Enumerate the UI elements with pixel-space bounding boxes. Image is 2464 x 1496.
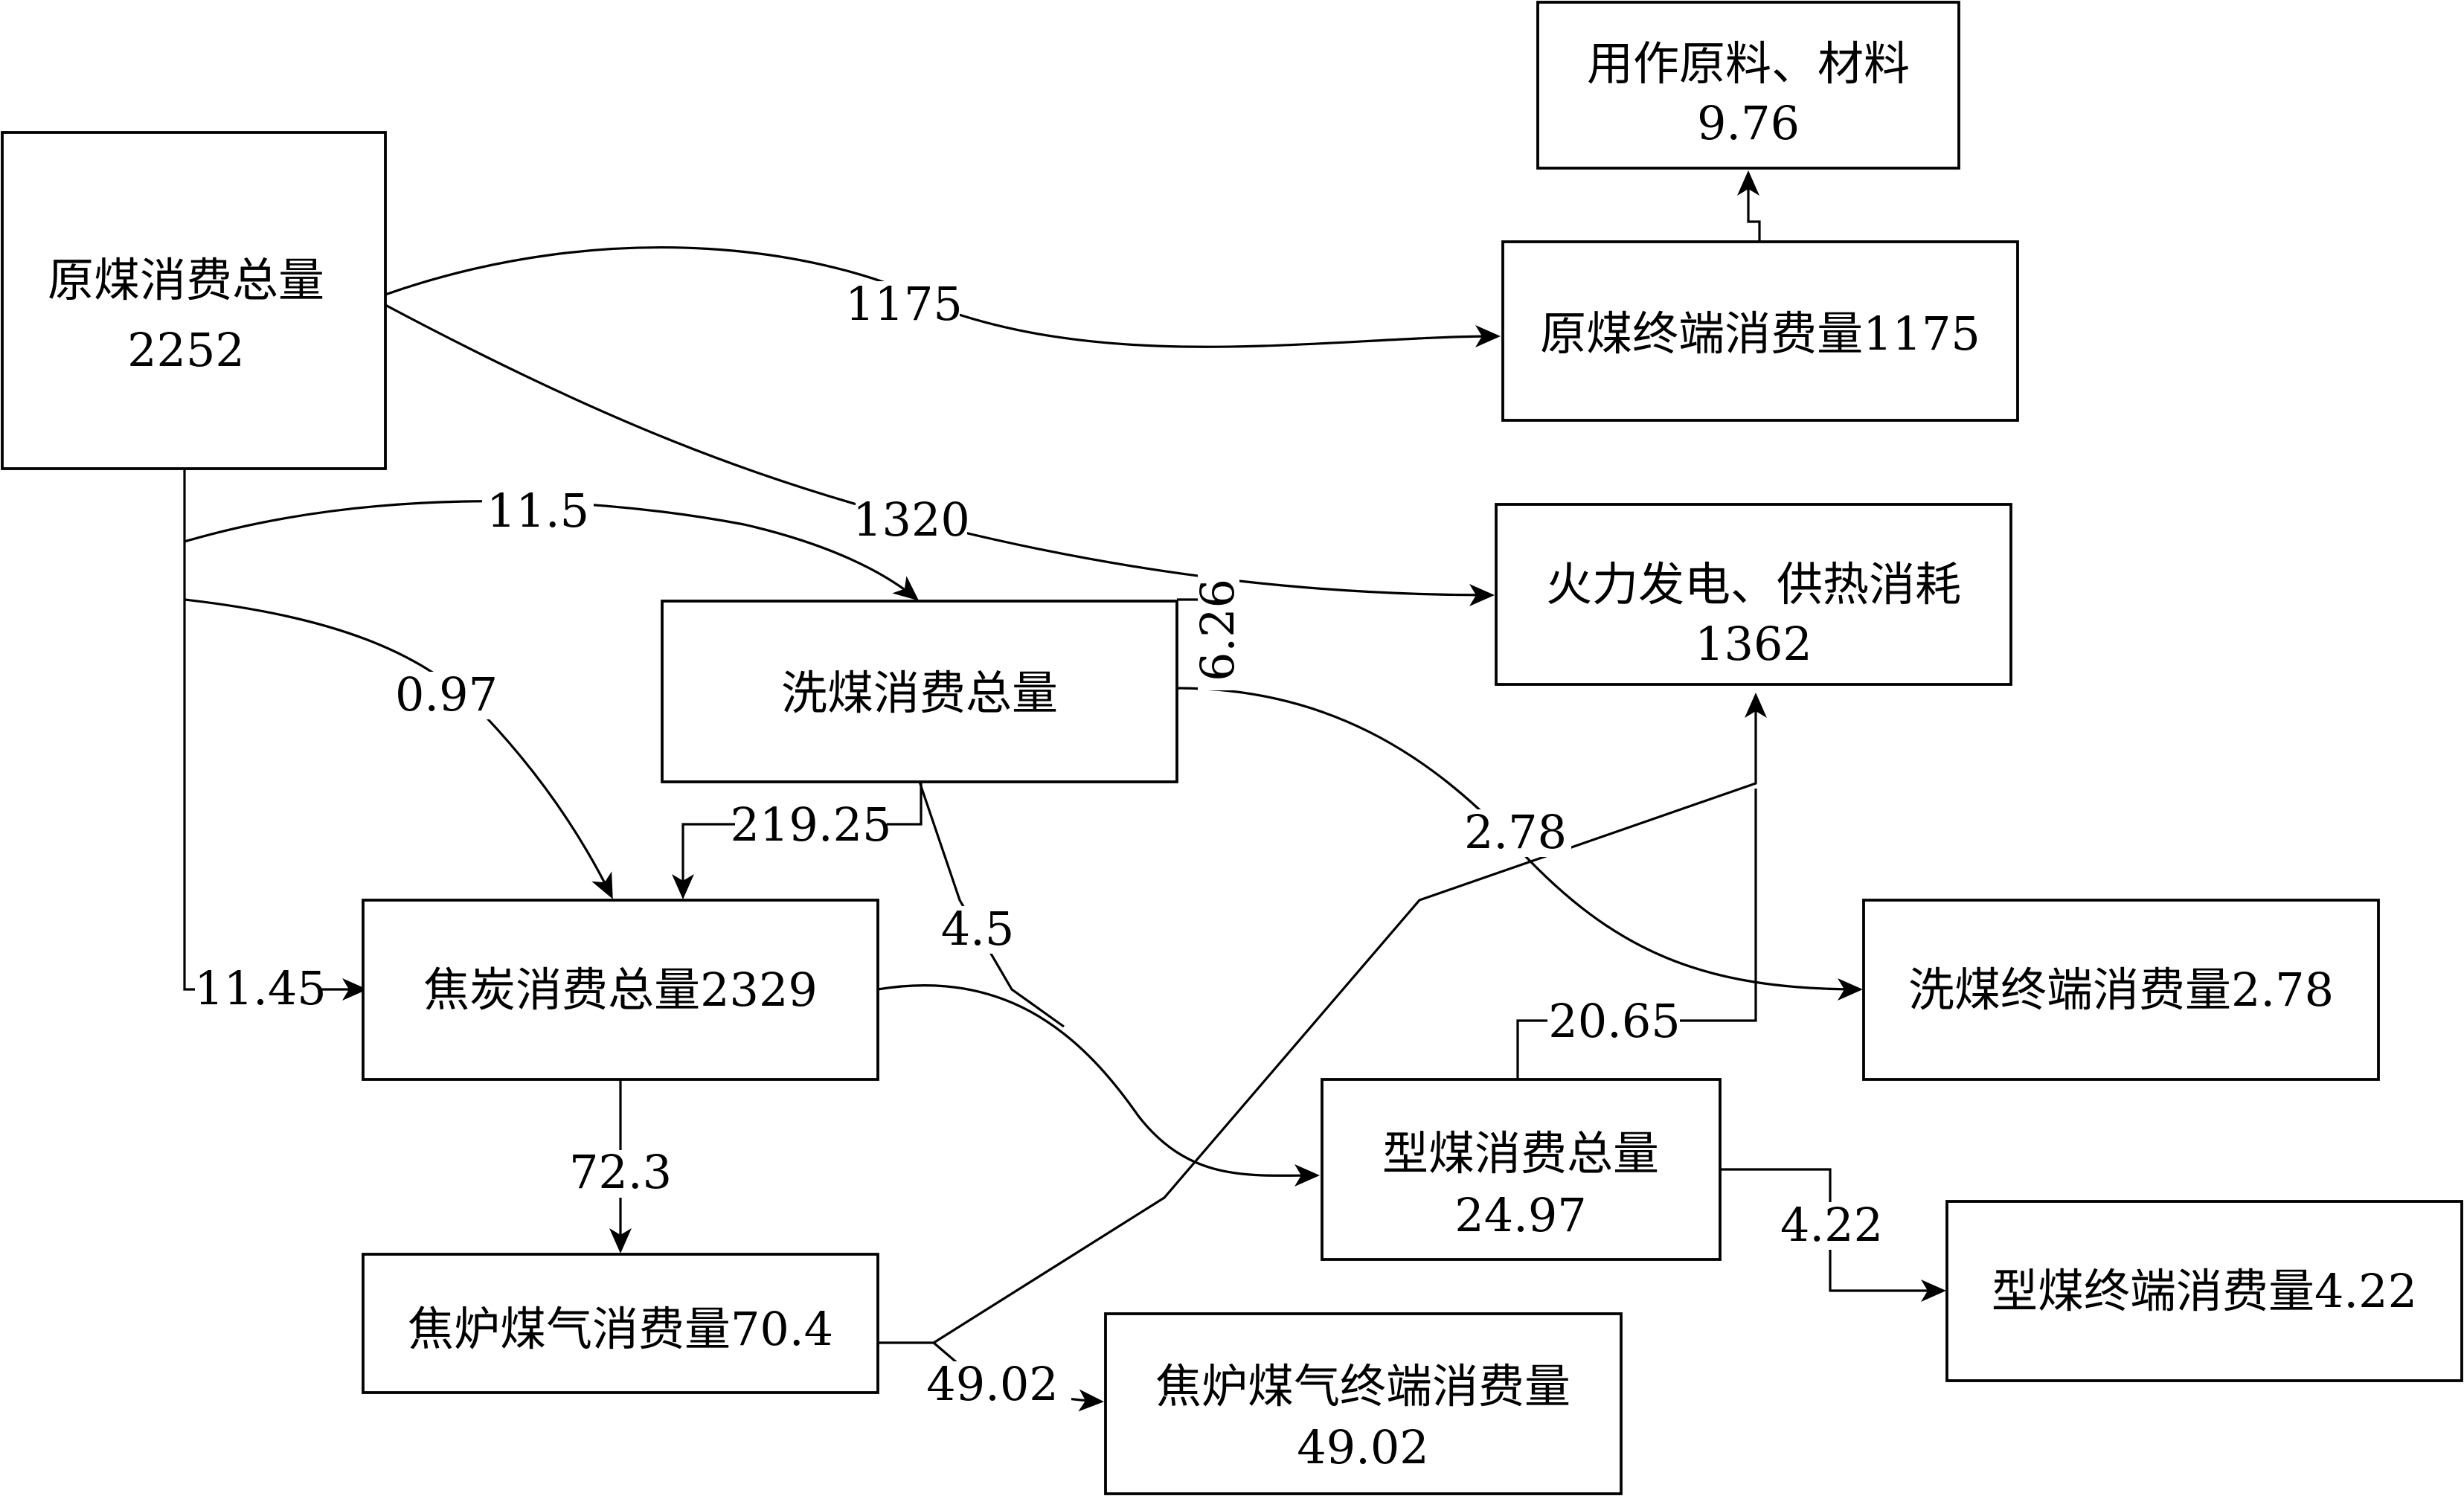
edge-label-washed-to-coke: 219.25 <box>731 797 892 852</box>
edge-raw-to-washed <box>184 500 920 601</box>
edge-raw-to-coke-a <box>184 598 613 899</box>
node-power-heat: 火力发电、供热消耗 1362 <box>1495 503 2012 686</box>
edge-label-raw-to-power: 1320 <box>853 492 970 547</box>
node-briquette-terminal-title: 型煤终端消费量4.22 <box>1992 1264 2417 1318</box>
edge-label-briquette-to-power: 20.65 <box>1548 994 1681 1048</box>
edge-label-raw-to-washed: 11.5 <box>487 484 589 538</box>
node-raw-coal-terminal-title: 原煤终端消费量1175 <box>1540 306 1980 361</box>
node-feedstock: 用作原料、材料 9.76 <box>1536 1 1960 170</box>
edge-label-washed-to-power: 6.26 <box>1190 579 1245 681</box>
node-power-heat-title: 火力发电、供热消耗 <box>1546 557 1961 611</box>
edge-raw-trunk <box>183 469 368 1001</box>
edge-terminal-to-feedstock <box>1737 170 1761 242</box>
edge-label-raw-to-coke-b: 11.45 <box>194 961 327 1015</box>
edge-gas-to-power <box>878 693 1767 1344</box>
node-briquette-terminal: 型煤终端消费量4.22 <box>1945 1200 2463 1382</box>
node-briquette-total-value: 24.97 <box>1454 1188 1587 1242</box>
edge-raw-to-power <box>385 304 1495 606</box>
node-coke-oven-gas-terminal-title: 焦炉煤气终端消费量 <box>1155 1359 1571 1413</box>
node-raw-coal-total-title: 原煤消费总量 <box>48 253 324 307</box>
edge-label-coke-to-gas: 72.3 <box>569 1145 672 1199</box>
node-raw-coal-total: 原煤消费总量 2252 <box>1 131 387 470</box>
node-coke-total: 焦炭消费总量2329 <box>362 899 879 1081</box>
edge-label-washed-to-terminal: 2.78 <box>1464 805 1567 859</box>
node-coke-oven-gas: 焦炉煤气消费量70.4 <box>362 1253 879 1394</box>
edge-coke-to-briquette <box>877 984 1320 1187</box>
node-briquette-total: 型煤消费总量 24.97 <box>1321 1078 1722 1261</box>
node-washed-coal-terminal: 洗煤终端消费量2.78 <box>1862 899 2380 1081</box>
node-feedstock-title: 用作原料、材料 <box>1587 36 1910 91</box>
node-raw-coal-terminal: 原煤终端消费量1175 <box>1501 240 2019 422</box>
node-coke-oven-gas-terminal: 焦炉煤气终端消费量 49.02 <box>1104 1312 1623 1495</box>
edge-label-gas-to-terminal: 49.02 <box>926 1357 1059 1411</box>
edge-label-briquette-to-terminal: 4.22 <box>1780 1198 1883 1252</box>
edge-label-raw-to-terminal: 1175 <box>845 277 963 331</box>
node-washed-coal-total: 洗煤消费总量 <box>661 600 1178 783</box>
node-washed-coal-total-title: 洗煤消费总量 <box>781 666 1058 720</box>
node-coke-oven-gas-terminal-value: 49.02 <box>1297 1420 1429 1474</box>
node-briquette-total-title: 型煤消费总量 <box>1382 1126 1659 1181</box>
edge-label-raw-to-coke-a: 0.97 <box>395 667 498 722</box>
node-feedstock-value: 9.76 <box>1697 96 1800 150</box>
edge-label-washed-to-briquette: 4.5 <box>941 902 1015 956</box>
node-coke-oven-gas-title: 焦炉煤气消费量70.4 <box>408 1302 833 1356</box>
node-washed-coal-terminal-title: 洗煤终端消费量2.78 <box>1908 963 2334 1017</box>
node-power-heat-value: 1362 <box>1695 617 1812 671</box>
node-coke-total-title: 焦炭消费总量2329 <box>423 963 818 1017</box>
node-raw-coal-total-value: 2252 <box>127 323 245 377</box>
